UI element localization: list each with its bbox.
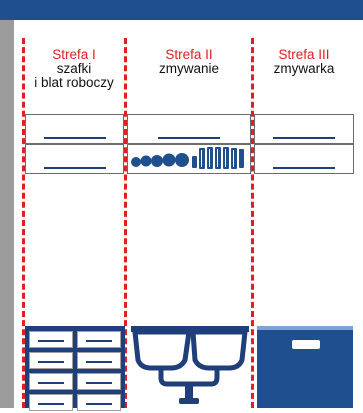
cabinet-drawers-icon [25,326,125,411]
zone-3-name: Strefa III [278,47,330,62]
zone-divider [124,38,127,408]
zone-1-desc-line1: szafki [56,61,92,76]
zone-2-label: Strefa II zmywanie [127,48,251,76]
lower-shelf [25,144,124,174]
upper-shelf [25,114,124,144]
zone-2-desc: zmywanie [158,61,220,76]
zone-3-desc: zmywarka [273,61,335,76]
dishes-rack-icon [129,146,249,170]
zone-1-desc-line2: i blat roboczy [34,75,114,90]
zone-divider [251,38,254,408]
double-sink-icon [131,326,249,408]
zone-3-label: Strefa III zmywarka [254,48,354,76]
upper-shelf [254,114,354,144]
left-frame-bar [0,20,14,408]
upper-shelf [127,114,251,144]
zone-divider [22,38,25,408]
header-bar [0,0,363,20]
zone-2-name: Strefa II [165,47,213,62]
lower-shelf [254,144,354,174]
zone-1-name: Strefa I [52,47,96,62]
zone-1-label: Strefa I szafki i blat roboczy [24,48,124,90]
dishwasher-handle [292,340,320,349]
dishwasher-icon [257,326,353,408]
